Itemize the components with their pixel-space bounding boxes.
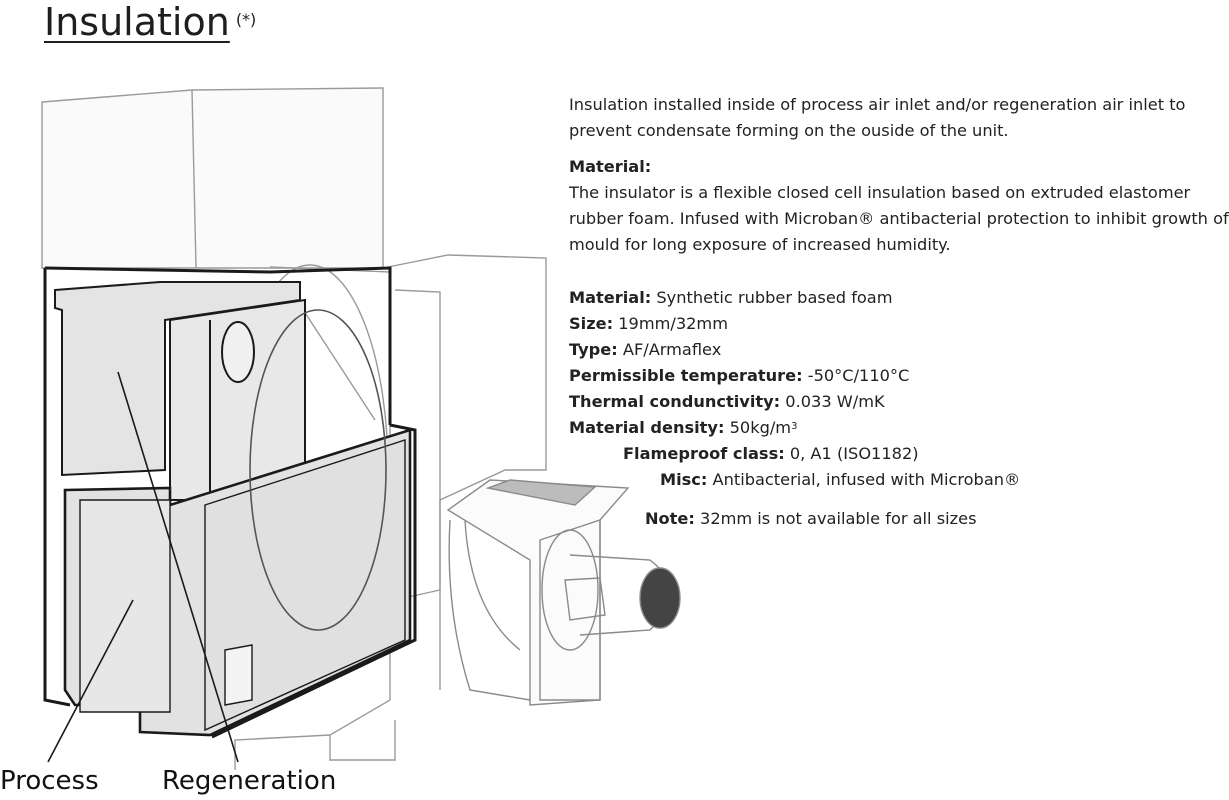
spec-temperature: Permissible temperature: -50°C/110°C xyxy=(569,366,910,385)
intro-text: Insulation installed inside of process a… xyxy=(569,95,1186,140)
unit-ghost-outline xyxy=(41,87,547,770)
process-label: Process xyxy=(0,766,99,796)
regeneration-label: Regeneration xyxy=(162,766,337,796)
material-heading: Material: xyxy=(569,157,652,176)
spec-size: Size: 19mm/32mm xyxy=(569,314,728,333)
title-footnote-marker: (*) xyxy=(235,10,257,29)
fan-assembly xyxy=(446,479,681,706)
spec-thermal-conductivity: Thermal condunctivity: 0.033 W/mK xyxy=(569,392,885,411)
regeneration-leader-line xyxy=(117,371,239,763)
rotor-wheel xyxy=(249,309,387,631)
spec-misc: Misc: Antibacterial, infused with Microb… xyxy=(660,470,1021,489)
spec-flameproof: Flameproof class: 0, A1 (ISO1182) xyxy=(623,444,919,463)
description-block: Insulation installed inside of process a… xyxy=(569,92,1229,258)
material-body: The insulator is a flexible closed cell … xyxy=(569,183,1229,254)
page-title: Insulation (*) xyxy=(44,0,256,44)
title-text: Insulation xyxy=(44,0,230,44)
spec-density: Material density: 50kg/m3 xyxy=(569,418,798,437)
spec-note: Note: 32mm is not available for all size… xyxy=(645,509,977,528)
spec-list: Material: Synthetic rubber based foam Si… xyxy=(569,285,1020,532)
insulation-regeneration xyxy=(54,281,306,501)
process-leader-line xyxy=(47,599,134,763)
spec-type: Type: AF/Armaflex xyxy=(569,340,722,359)
spec-material: Material: Synthetic rubber based foam xyxy=(569,288,893,307)
insulation-outline xyxy=(43,266,417,739)
duct-opening xyxy=(221,321,255,383)
